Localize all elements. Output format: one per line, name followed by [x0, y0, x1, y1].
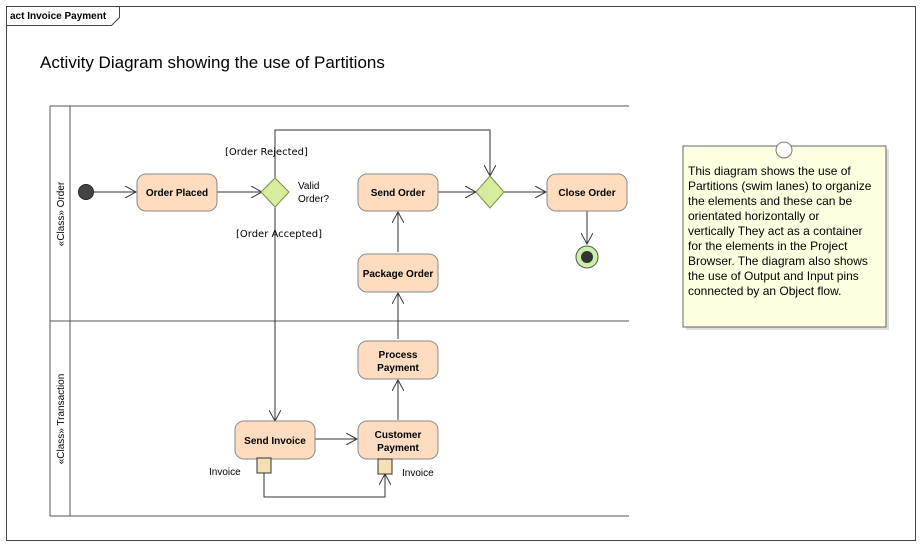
note-line-6: for the elements in the Project: [688, 239, 848, 253]
guard-order-rejected: [Order Rejected]: [225, 147, 308, 158]
decision-valid-order[interactable]: [260, 177, 290, 208]
partition-label-order: «Class» Order: [56, 181, 67, 246]
action-send-invoice[interactable]: [234, 420, 316, 460]
object-flow-invoice: [263, 473, 385, 498]
merge-node[interactable]: [475, 175, 505, 209]
action-customer-payment[interactable]: [357, 420, 439, 460]
diagram-title: Activity Diagram showing the use of Part…: [40, 53, 385, 72]
action-process-payment[interactable]: [357, 340, 439, 380]
action-customer-payment-label-line2: Payment: [377, 443, 419, 454]
action-send-order-label: Send Order: [371, 188, 426, 199]
note-line-5: vertically They act as a container: [688, 224, 863, 238]
frame-label: act Invoice Payment: [10, 11, 107, 22]
note-line-7: Browser. The diagram also shows: [688, 254, 868, 268]
action-send-invoice-label: Send Invoice: [244, 436, 306, 447]
note-line-2: Partitions (swim lanes) to organize: [688, 179, 872, 193]
note-line-4: orientated horizontally or: [688, 209, 819, 223]
activity-final-node-core: [581, 251, 593, 263]
initial-node[interactable]: [78, 184, 94, 200]
action-customer-payment-label-line1: Customer: [375, 430, 422, 441]
action-package-order-label: Package Order: [363, 269, 434, 280]
frame-tab: [6, 6, 120, 26]
decision-label-line2: Order?: [298, 194, 330, 205]
action-order-placed[interactable]: [136, 173, 218, 212]
input-pin-invoice[interactable]: [377, 458, 393, 475]
note-anchor[interactable]: [775, 141, 793, 159]
note-line-8: the use of Output and Input pins: [688, 269, 859, 283]
note-line-3: the elements and these can be: [688, 194, 852, 208]
action-close-order-label: Close Order: [558, 188, 615, 199]
partition-label-transaction: «Class» Transaction: [56, 374, 67, 465]
output-pin-invoice[interactable]: [256, 457, 272, 474]
note-box[interactable]: [682, 145, 887, 328]
note-line-1: This diagram shows the use of: [688, 164, 851, 178]
action-close-order[interactable]: [546, 173, 628, 212]
output-pin-label: Invoice: [209, 467, 241, 478]
guard-order-accepted: [Order Accepted]: [236, 229, 322, 240]
action-package-order[interactable]: [357, 253, 439, 293]
action-process-payment-label-line2: Payment: [377, 363, 419, 374]
action-process-payment-label-line1: Process: [379, 350, 418, 361]
action-order-placed-label: Order Placed: [146, 188, 208, 199]
input-pin-label: Invoice: [402, 468, 434, 479]
action-send-order[interactable]: [357, 173, 439, 212]
flow-order-rejected: [274, 129, 490, 178]
note-line-9: connected by an Object flow.: [688, 284, 841, 298]
diagram-frame: [6, 6, 916, 541]
decision-label-line1: Valid: [298, 181, 320, 192]
